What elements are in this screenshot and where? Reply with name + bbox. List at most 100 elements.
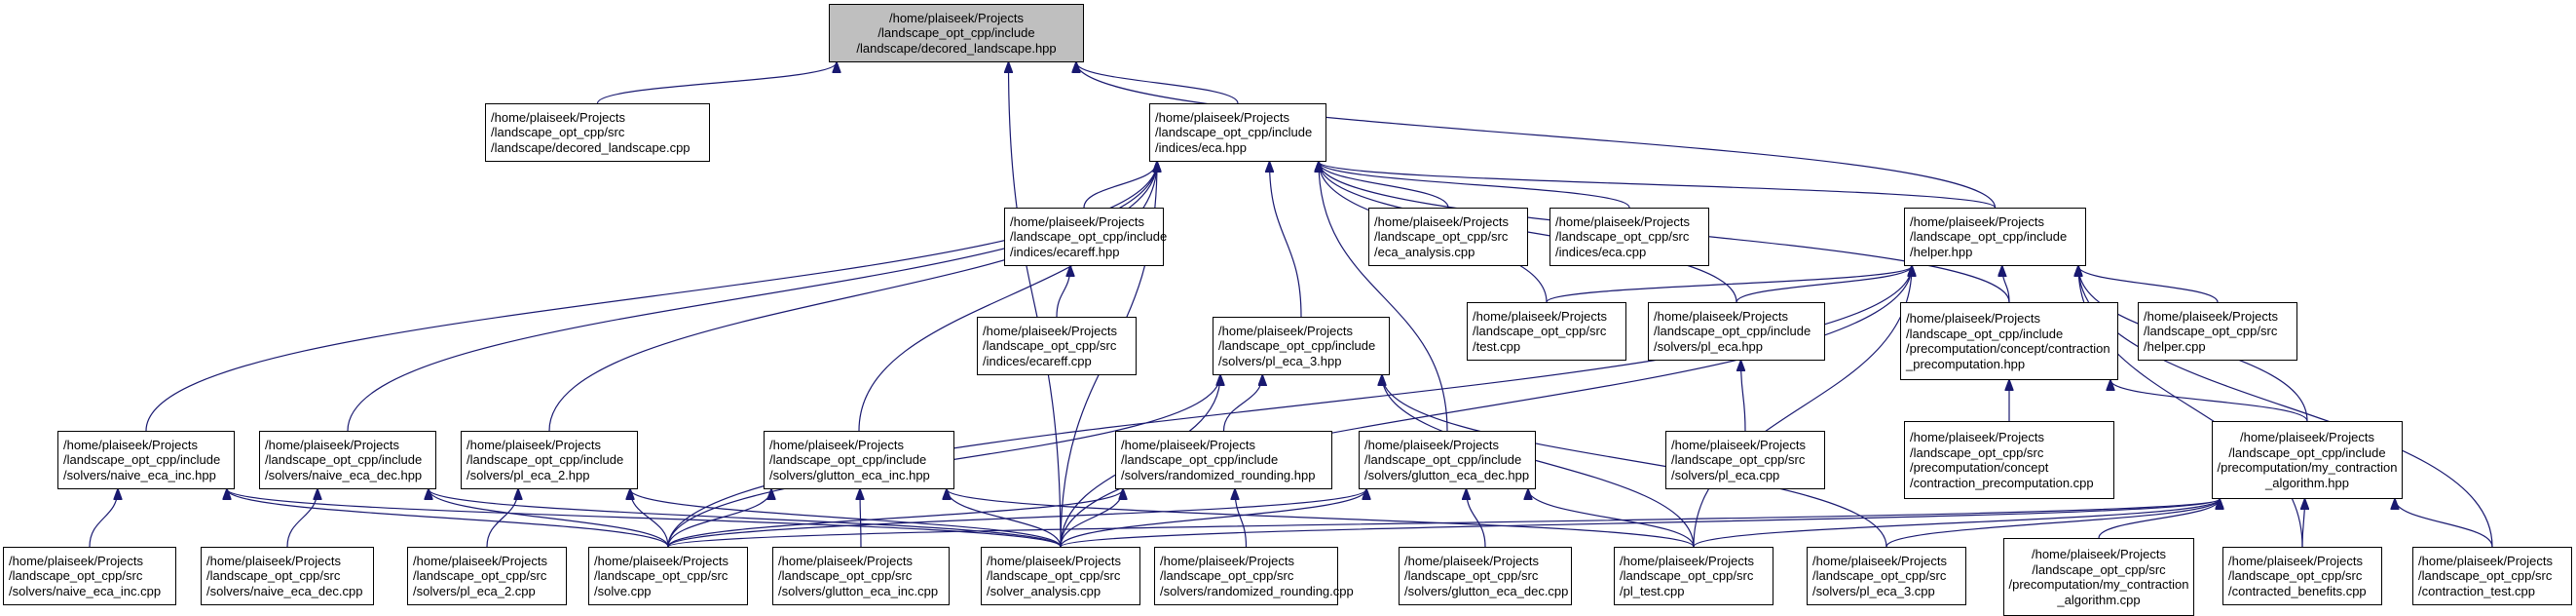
file-path-line: /home/plaiseek/Projects: [265, 437, 400, 452]
file-path-line: /precomputation/concept/contraction: [1906, 341, 2110, 356]
file-node[interactable]: /home/plaiseek/Projects/landscape_opt_cp…: [1154, 547, 1354, 605]
file-node[interactable]: /home/plaiseek/Projects/landscape_opt_cp…: [259, 431, 436, 489]
file-node[interactable]: /home/plaiseek/Projects/landscape_opt_cp…: [1900, 302, 2118, 380]
file-path-line: /home/plaiseek/Projects: [2239, 430, 2374, 444]
file-node[interactable]: /home/plaiseek/Projects/landscape_opt_cp…: [3, 547, 176, 605]
file-path-line: /solver_analysis.cpp: [987, 583, 1101, 598]
include-edge: [89, 489, 118, 548]
file-node[interactable]: /home/plaiseek/Projects/landscape_opt_cp…: [764, 431, 954, 489]
file-node[interactable]: /home/plaiseek/Projects/landscape_opt_cp…: [981, 547, 1140, 605]
file-path-line: /contracted_benefits.cpp: [2228, 583, 2367, 598]
file-node[interactable]: /home/plaiseek/Projects/landscape_opt_cp…: [772, 547, 950, 605]
file-path-line: /landscape_opt_cpp/include: [1364, 452, 1522, 468]
file-node[interactable]: /home/plaiseek/Projects/landscape_opt_cp…: [1665, 431, 1825, 489]
file-node[interactable]: /home/plaiseek/Projects/landscape_opt_cp…: [1904, 421, 2114, 499]
file-path-line: /home/plaiseek/Projects: [987, 553, 1122, 568]
file-path-line: /landscape_opt_cpp/include: [467, 452, 624, 468]
file-path-line: /landscape_opt_cpp/include: [1906, 326, 2064, 341]
file-node[interactable]: /home/plaiseek/Projects/landscape_opt_cp…: [2412, 547, 2572, 605]
file-path-line: /home/plaiseek/Projects: [63, 437, 199, 452]
file-path-line: /landscape_opt_cpp/include: [265, 452, 423, 468]
file-node[interactable]: /home/plaiseek/Projects/landscape_opt_cp…: [1549, 208, 1709, 266]
file-path-line: /landscape_opt_cpp/src: [9, 568, 143, 584]
include-edge: [1319, 162, 1448, 432]
include-edge: [1736, 266, 1912, 303]
include-edge: [667, 489, 1123, 548]
file-node[interactable]: /home/plaiseek/Projects/landscape_opt_cp…: [2222, 547, 2382, 605]
file-node[interactable]: /home/plaiseek/Projects/landscape_opt_cp…: [461, 431, 638, 489]
file-path-line: /home/plaiseek/Projects: [1473, 308, 1608, 324]
file-path-line: /landscape/decored_landscape.hpp: [856, 40, 1057, 56]
file-path-line: /home/plaiseek/Projects: [2418, 553, 2554, 568]
file-node[interactable]: /home/plaiseek/Projects/landscape_opt_cp…: [1213, 317, 1390, 375]
file-path-line: /indices/eca.hpp: [1155, 139, 1247, 155]
file-path-line: /solvers/naive_eca_dec.hpp: [265, 467, 423, 482]
include-edge: [1741, 361, 1746, 432]
file-node[interactable]: /home/plaiseek/Projects/landscape_opt_cp…: [1904, 208, 2086, 266]
file-path-line: /home/plaiseek/Projects: [206, 553, 342, 568]
file-path-line: /contraction_test.cpp: [2418, 583, 2535, 598]
file-node[interactable]: /home/plaiseek/Projects/landscape_opt_cp…: [407, 547, 567, 605]
file-path-line: /solvers/pl_eca_3.hpp: [1218, 353, 1342, 368]
file-path-line: /pl_test.cpp: [1620, 583, 1685, 598]
include-edge: [1885, 499, 2220, 548]
include-edge: [1235, 489, 1248, 548]
file-path-line: /home/plaiseek/Projects: [1910, 430, 2045, 444]
file-node[interactable]: /home/plaiseek/Projects/landscape_opt_cp…: [1368, 208, 1528, 266]
file-path-line: /indices/ecareff.hpp: [1010, 244, 1120, 259]
include-edge: [667, 266, 1912, 548]
file-node[interactable]: /home/plaiseek/Projects/landscape_opt_cp…: [588, 547, 748, 605]
file-path-line: /home/plaiseek/Projects: [1671, 437, 1807, 452]
file-path-line: /home/plaiseek/Projects: [413, 553, 548, 568]
file-path-line: /home/plaiseek/Projects: [2031, 547, 2166, 561]
include-edge: [1319, 162, 1997, 209]
file-node[interactable]: /home/plaiseek/Projects/landscape_opt_cp…: [2138, 302, 2297, 361]
file-path-line: /home/plaiseek/Projects: [1654, 308, 1789, 324]
file-path-line: /solvers/naive_eca_inc.hpp: [63, 467, 216, 482]
file-path-line: /home/plaiseek/Projects: [1910, 213, 2045, 229]
file-path-line: /home/plaiseek/Projects: [1555, 213, 1691, 229]
file-node[interactable]: /home/plaiseek/Projects/landscape_opt_cp…: [57, 431, 235, 489]
include-edge: [596, 62, 838, 104]
file-node[interactable]: /home/plaiseek/Projects/landscape_opt_cp…: [1467, 302, 1626, 361]
file-path-line: /home/plaiseek/Projects: [1010, 213, 1145, 229]
include-edge: [227, 489, 1062, 548]
file-path-line: /landscape_opt_cpp/src: [2144, 324, 2278, 339]
file-path-line: /home/plaiseek/Projects: [1374, 213, 1510, 229]
file-node[interactable]: /home/plaiseek/Projects/landscape_opt_cp…: [1648, 302, 1825, 361]
file-node[interactable]: /home/plaiseek/Projects/landscape_opt_cp…: [1004, 208, 1167, 266]
file-node[interactable]: /home/plaiseek/Projects/landscape_opt_cp…: [1614, 547, 1773, 605]
file-node[interactable]: /home/plaiseek/Projects/landscape_opt_cp…: [485, 103, 710, 162]
include-edge: [858, 162, 1157, 432]
file-path-line: /home/plaiseek/Projects: [9, 553, 144, 568]
file-path-line: /precomputation/my_contraction: [2217, 460, 2398, 475]
include-edge: [1270, 162, 1302, 318]
include-edge: [1060, 499, 2220, 548]
file-path-line: /helper.hpp: [1910, 244, 1973, 259]
file-path-line: /home/plaiseek/Projects: [888, 10, 1024, 25]
file-node[interactable]: /home/plaiseek/Projects/landscape_opt_cp…: [2212, 421, 2403, 499]
file-node[interactable]: /home/plaiseek/Projects/landscape_opt_cp…: [1399, 547, 1572, 605]
file-node[interactable]: /home/plaiseek/Projects/landscape_opt_cp…: [1115, 431, 1332, 489]
file-node[interactable]: /home/plaiseek/Projects/landscape_opt_cp…: [1149, 103, 1326, 162]
file-path-line: /home/plaiseek/Projects: [1620, 553, 1755, 568]
file-node[interactable]: /home/plaiseek/Projects/landscape_opt_cp…: [201, 547, 374, 605]
file-node[interactable]: /home/plaiseek/Projects/landscape_opt_cp…: [1359, 431, 1536, 489]
file-path-line: /landscape_opt_cpp/src: [2418, 568, 2553, 584]
include-edge: [1076, 62, 1239, 104]
include-edge: [1319, 162, 1449, 209]
file-path-line: /landscape_opt_cpp/include: [1155, 125, 1313, 140]
include-edge: [2078, 266, 2219, 303]
file-node[interactable]: /home/plaiseek/Projects/landscape_opt_cp…: [1807, 547, 1966, 605]
include-edge: [1222, 375, 1263, 432]
file-path-line: /landscape/decored_landscape.cpp: [491, 139, 691, 155]
file-path-line: /precomputation/my_contraction: [2008, 577, 2189, 592]
include-edge: [2098, 499, 2220, 539]
file-path-line: /landscape_opt_cpp/include: [1910, 229, 2068, 245]
file-node[interactable]: /home/plaiseek/Projects/landscape_opt_cp…: [2003, 538, 2194, 616]
file-node[interactable]: /home/plaiseek/Projects/landscape_opt_cp…: [977, 317, 1137, 375]
file-path-line: /home/plaiseek/Projects: [1364, 437, 1500, 452]
file-path-line: /contraction_precomputation.cpp: [1910, 475, 2094, 490]
include-edge: [1546, 266, 1912, 303]
file-path-line: /solvers/randomized_rounding.hpp: [1121, 467, 1316, 482]
